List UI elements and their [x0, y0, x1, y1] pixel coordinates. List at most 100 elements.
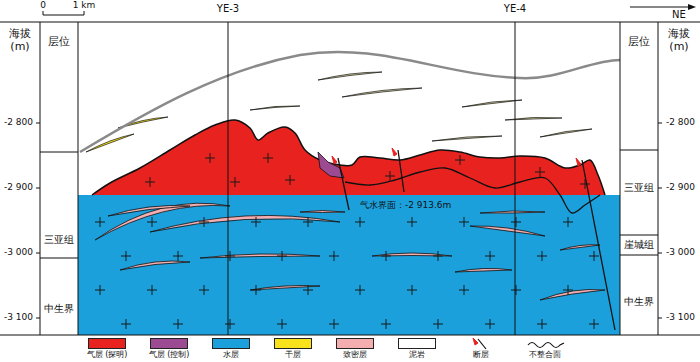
legend-label: 泥岩	[386, 350, 448, 360]
legend-item: 气层 (探明)	[88, 338, 128, 361]
frame-line	[620, 22, 621, 335]
tight-layer	[300, 211, 345, 213]
elevation-label: -2 800	[662, 117, 699, 128]
tight-layer	[108, 205, 190, 216]
tick	[658, 318, 662, 319]
elevation-label: -3 100	[1, 312, 36, 323]
fault-arrow	[576, 158, 581, 166]
tick	[36, 123, 40, 124]
legend-line-sample	[526, 338, 566, 350]
tight-layer	[540, 289, 605, 300]
elevation-label: -2 800	[1, 117, 36, 128]
tick	[36, 253, 40, 254]
stratum-name: 中生界	[620, 296, 658, 308]
frame-line	[0, 335, 700, 336]
mud-lens	[540, 129, 592, 137]
legend-item: 干层	[274, 338, 314, 361]
mud-lens	[462, 100, 522, 107]
legend-label: 气层 (探明)	[76, 350, 138, 360]
column-header: 海拔 (m)	[664, 27, 694, 53]
well-name: YE-4	[491, 3, 539, 15]
mud-lens	[250, 106, 300, 110]
elevation-label: -3 000	[662, 247, 699, 258]
frame-line	[40, 258, 78, 259]
tick	[658, 253, 662, 254]
tight-layer	[480, 211, 545, 213]
tight-layer	[150, 215, 340, 232]
column-header: 层位	[40, 35, 78, 48]
legend-item: 泥岩	[398, 338, 438, 361]
mud-lens	[318, 72, 382, 80]
tight-layer	[250, 286, 320, 291]
direction-arrow	[630, 7, 690, 8]
legend-swatch	[398, 338, 436, 349]
elevation-label: -3 100	[662, 312, 699, 323]
gas-zone	[92, 120, 605, 195]
scale-bar	[43, 11, 84, 15]
legend-label: 断层	[450, 350, 512, 360]
tight-layer	[200, 254, 320, 258]
legend-swatch	[150, 338, 188, 349]
fault-sample	[478, 339, 486, 349]
stratum-name: 三亚组	[620, 182, 658, 194]
column-header: 海拔 (m)	[5, 27, 35, 53]
unconformity-sample	[528, 343, 564, 348]
stratum-name: 崖城组	[620, 239, 658, 251]
tick	[658, 188, 662, 189]
legend-item: 不整合面	[526, 338, 566, 361]
elevation-label: -2 900	[1, 182, 36, 193]
frame-line	[78, 22, 79, 335]
frame-line	[658, 22, 659, 335]
elevation-label: -3 000	[1, 247, 36, 258]
well-ye4	[515, 22, 516, 335]
legend-item: 水层	[212, 338, 252, 361]
frame-line	[0, 22, 700, 23]
fault-line	[398, 150, 404, 192]
rock-crosses	[95, 217, 599, 329]
legend-label: 水层	[200, 350, 262, 360]
elevation-label: -2 900	[662, 182, 699, 193]
legend-swatch	[274, 338, 312, 349]
unconformity-line	[92, 120, 605, 195]
tick	[658, 123, 662, 124]
tick	[36, 318, 40, 319]
interface-label: 气水界面：-2 913.6m	[358, 200, 453, 211]
mud-lens	[342, 88, 422, 97]
mud-lens	[432, 136, 502, 141]
inner-unconformity	[345, 168, 600, 213]
direction-arrowhead	[688, 4, 696, 10]
legend-label: 气层 (控制)	[138, 350, 200, 360]
legend-label: 不整合面	[514, 350, 576, 360]
legend-swatch	[336, 338, 374, 349]
scale-label: 0	[36, 0, 50, 11]
tick	[36, 188, 40, 189]
stratum-name: 三亚组	[40, 234, 78, 246]
frame-line	[620, 235, 658, 236]
frame-line	[40, 152, 78, 153]
legend-line-sample	[462, 338, 502, 350]
tight-layer	[455, 268, 512, 272]
legend-item: 断层	[462, 338, 502, 361]
legend-swatch	[212, 338, 250, 349]
fault-arrow	[332, 156, 337, 164]
legend-swatch	[88, 338, 126, 349]
fault-line	[582, 160, 615, 330]
scale-label: 1 km	[68, 0, 100, 11]
legend-item: 致密层	[336, 338, 376, 361]
mud-lens	[505, 117, 562, 120]
fault-arrow	[392, 148, 397, 156]
tight-layer	[470, 226, 545, 236]
top-surface	[80, 52, 620, 152]
rock-crosses	[145, 153, 590, 189]
legend-label: 致密层	[324, 350, 386, 360]
frame-line	[620, 150, 658, 151]
stratum-name: 中生界	[40, 303, 78, 315]
well-ye3	[228, 22, 229, 335]
frame-line	[620, 255, 658, 256]
direction-label: NE	[666, 9, 692, 21]
column-header: 层位	[620, 35, 658, 48]
legend-label: 干层	[262, 350, 324, 360]
fault-sample-arrow	[473, 338, 478, 345]
